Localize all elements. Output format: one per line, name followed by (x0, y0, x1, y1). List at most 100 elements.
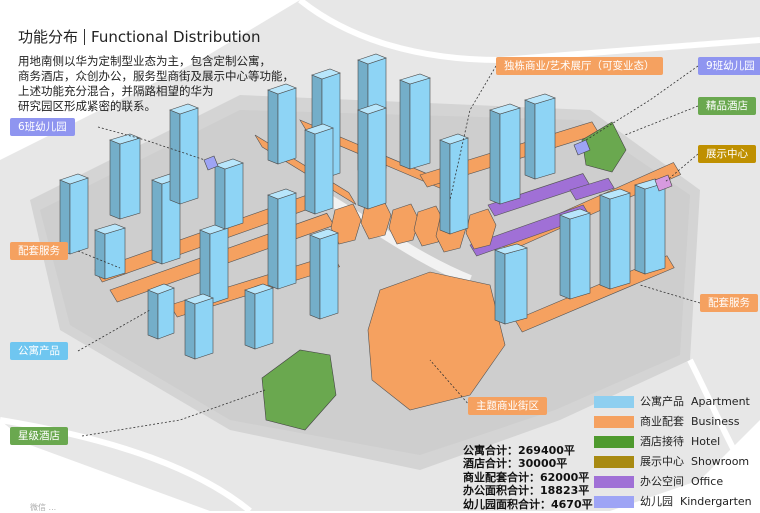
apartment-tower (199, 229, 211, 305)
description-line: 商务酒店，众创办公，服务型商街及展示中心等功能， (18, 69, 294, 83)
apartment-tower-roof (109, 133, 141, 145)
apartment-tower (399, 79, 411, 170)
apartment-tower (499, 107, 521, 205)
apartment-tower-roof (357, 103, 387, 115)
callout-kindergarten-6: 6班幼儿园 (10, 118, 75, 136)
legend-swatch (594, 456, 634, 468)
apartment-tower (277, 192, 297, 290)
apartment-tower (119, 137, 141, 220)
apartment-tower-roof (357, 53, 387, 65)
page-title: 功能分布 Functional Distribution (18, 26, 260, 47)
buildings-layer (59, 53, 682, 431)
apartment-tower-roof (439, 133, 469, 145)
apartment-tower (94, 229, 106, 280)
apartment-tower (309, 234, 321, 320)
apartment-tower (224, 162, 244, 230)
leader-star-hotel (81, 389, 266, 437)
callout-support-services-right: 配套服务 (700, 294, 758, 312)
apartment-tower (524, 99, 536, 180)
apartment-tower-roof (599, 188, 631, 200)
legend-label: 酒店接待 Hotel (640, 435, 721, 448)
apartment-tower (494, 249, 506, 325)
apartment-tower-roof (311, 68, 341, 80)
apartment-tower (559, 214, 571, 300)
apartment-tower-roof (169, 103, 199, 115)
commercial-pavilion (330, 203, 362, 245)
legend-label: 公寓产品 Apartment (640, 395, 750, 408)
callout-support-services-left: 配套服务 (10, 242, 68, 260)
title-en: Functional Distribution (91, 28, 261, 46)
apartment-tower-roof (59, 173, 89, 185)
stat-line: 酒店合计：30000平 (463, 457, 568, 471)
apartment-tower-roof (147, 283, 175, 295)
callout-boutique-hotel: 精品酒店 (698, 97, 756, 115)
leader-kindergarten-6 (97, 126, 206, 161)
apartment-tower (104, 227, 126, 280)
commercial-street-block (367, 271, 506, 411)
description-line: 上述功能充分混合，并隔路相望的华为 (18, 84, 214, 98)
kindergarten-block (573, 139, 591, 156)
apartment-tower (569, 212, 591, 300)
star-hotel-building (261, 349, 337, 431)
apartment-tower (244, 289, 256, 350)
kindergarten-block (203, 155, 219, 171)
apartment-tower (214, 164, 226, 230)
apartment-tower (304, 129, 316, 215)
apartment-tower-roof (399, 73, 431, 85)
title-divider (84, 29, 86, 45)
apartment-tower (169, 109, 181, 205)
legend-swatch (594, 436, 634, 448)
apartment-tower-roof (214, 158, 244, 170)
legend-label: 商业配套 Business (640, 415, 740, 428)
leader-support-services-left (77, 250, 121, 269)
apartment-tower (184, 299, 196, 360)
callout-kindergarten-9: 9班幼儿园 (698, 57, 760, 75)
watermark-footer: 微信 ... (30, 503, 57, 512)
apartment-tower (357, 109, 369, 210)
leader-kindergarten-9 (585, 65, 699, 141)
apartment-tower (151, 179, 163, 265)
apartment-tower (409, 77, 431, 170)
apartment-tower (109, 139, 121, 220)
boutique-hotel-building (581, 121, 627, 173)
apartment-tower (69, 177, 89, 255)
callout-commercial-street: 主题商业街区 (468, 397, 547, 415)
apartment-tower-roof (244, 283, 274, 295)
legend-swatch (594, 416, 634, 428)
commercial-pavilion (465, 208, 497, 250)
apartment-tower-roof (267, 83, 297, 95)
callout-star-hotel: 星级酒店 (10, 427, 68, 445)
leader-support-services-right (639, 284, 701, 304)
apartment-tower-roof (524, 93, 556, 105)
apartment-tower (314, 127, 334, 215)
apartment-tower (599, 194, 611, 290)
leader-apartment-product (77, 309, 151, 352)
apartment-tower (254, 287, 274, 350)
apartment-tower (449, 137, 469, 235)
stat-line: 办公面积合计：18823平 (463, 484, 590, 498)
legend-label: 幼儿园 Kindergarten (640, 495, 752, 508)
leader-exhibition-center (664, 153, 699, 183)
title-cn: 功能分布 (18, 28, 79, 46)
callout-apartment-product: 公寓产品 (10, 342, 68, 360)
apartment-tower-roof (94, 223, 126, 235)
commercial-pavilion (388, 203, 420, 245)
apartment-tower-roof (184, 293, 214, 305)
description-text: 用地南侧以华为定制型业态为主，包含定制公寓， 商务酒店，众创办公，服务型商街及展… (18, 54, 318, 114)
apartment-tower (504, 247, 528, 325)
apartment-tower (634, 184, 646, 275)
callout-standalone-commercial: 独栋商业/艺术展厅（可变业态） (496, 57, 663, 75)
apartment-tower (194, 297, 214, 360)
description-line: 研究园区形成紧密的联系。 (18, 99, 156, 113)
legend-swatch (594, 476, 634, 488)
showroom-block (654, 174, 673, 192)
apartment-tower (367, 107, 387, 210)
apartment-tower-roof (304, 123, 334, 135)
legend-label: 展示中心 Showroom (640, 455, 750, 468)
apartment-tower-roof (494, 243, 528, 255)
leader-standalone-commercial (449, 65, 497, 201)
apartment-tower-roof (559, 208, 591, 220)
apartment-tower (534, 97, 556, 180)
